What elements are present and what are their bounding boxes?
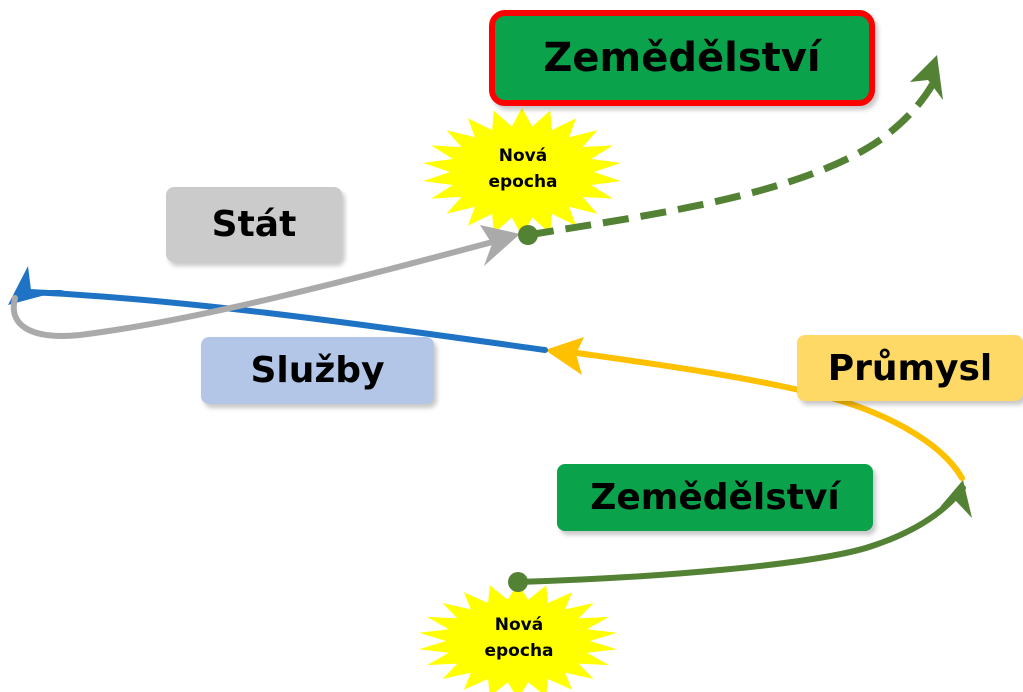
state-box: Stát — [166, 187, 342, 262]
new-epoch-bottom-line1: Nová — [494, 615, 544, 635]
agriculture-label-bottom: Zemědělství — [590, 477, 840, 518]
agriculture-arrow-solid-head — [940, 480, 972, 518]
agriculture-start-dot-top — [518, 225, 538, 245]
industry-label: Průmysl — [827, 347, 993, 389]
agriculture-box-top: Zemědělství — [489, 10, 875, 106]
new-epoch-top-line1: Nová — [498, 146, 548, 166]
services-box: Služby — [201, 337, 434, 404]
services-arrow-head — [8, 266, 64, 305]
new-epoch-burst-bottom — [419, 583, 617, 692]
new-epoch-burst-top — [423, 108, 621, 236]
new-epoch-bottom-line2: epocha — [484, 640, 554, 661]
industry-box: Průmysl — [797, 335, 1023, 401]
new-epoch-top-line2: epocha — [488, 171, 558, 192]
new-epoch-label-top: Nová epocha — [468, 144, 578, 195]
agriculture-start-dot-bottom — [508, 572, 528, 592]
services-label: Služby — [250, 350, 385, 391]
agriculture-arrow-dashed — [527, 78, 939, 239]
agriculture-arrow-solid — [515, 485, 966, 585]
agriculture-box-bottom: Zemědělství — [557, 464, 873, 531]
agriculture-label-top: Zemědělství — [543, 35, 821, 81]
new-epoch-label-bottom: Nová epocha — [464, 613, 574, 664]
industry-arrow-head — [545, 337, 584, 375]
state-label: Stát — [211, 204, 297, 245]
services-arrow — [27, 289, 548, 353]
state-arrow — [10, 237, 503, 339]
state-arrow-head — [480, 225, 520, 266]
agriculture-arrow-dashed-head — [910, 55, 943, 100]
